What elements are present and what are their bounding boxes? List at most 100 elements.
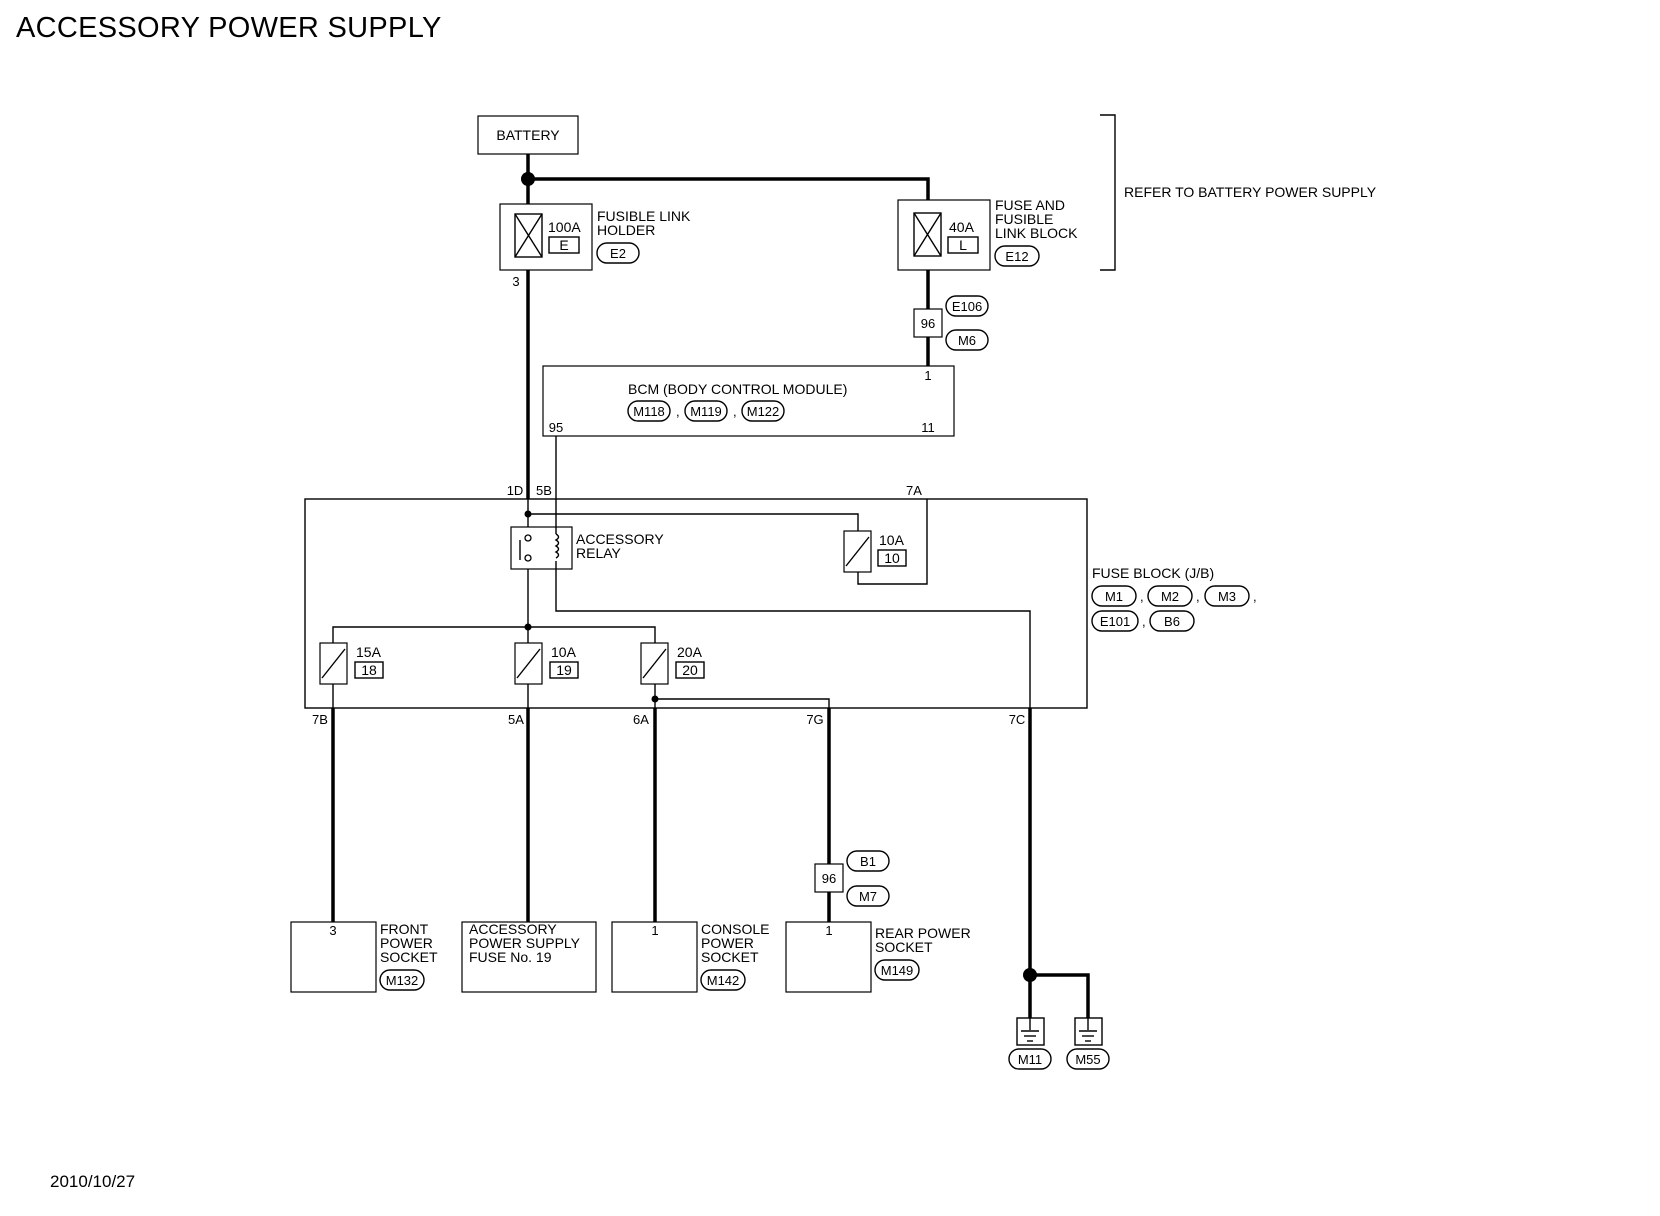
connector-m132 (379, 969, 425, 991)
footer-date: 2010/10/27 (50, 1172, 136, 1191)
fusible-link-name-1: FUSIBLE LINK (597, 208, 691, 224)
connector-m7 (846, 885, 890, 907)
svg-text:M7: M7 (859, 889, 877, 904)
fuse-10-num: 10 (884, 550, 900, 566)
acc-fuse-label-1: ACCESSORY (469, 921, 557, 937)
svg-text:,: , (1140, 589, 1144, 604)
fuse-block-name: FUSE BLOCK (J/B) (1092, 565, 1214, 581)
fuse-19-num: 19 (556, 662, 572, 678)
battery-label: BATTERY (496, 127, 560, 143)
ground-m11 (1016, 1017, 1045, 1046)
bcm-pin-1: 1 (924, 368, 931, 383)
fuse-18-amp: 15A (356, 644, 382, 660)
bcm-pin-95: 95 (549, 420, 563, 435)
relay-label-2: RELAY (576, 545, 622, 561)
connector-m1 (1091, 585, 1137, 607)
fb-pin-7a: 7A (906, 483, 922, 498)
fb-pin-5a: 5A (508, 712, 524, 727)
wire-fuse10-to-7a (857, 499, 928, 585)
svg-text:,: , (1196, 589, 1200, 604)
accessory-relay (510, 526, 573, 570)
fuse-10-amp: 10A (879, 532, 905, 548)
relay-label-1: ACCESSORY (576, 531, 664, 547)
fuse-20-num: 20 (682, 662, 698, 678)
fb-pin-6a: 6A (633, 712, 649, 727)
fuse-40a-symbol (913, 212, 942, 257)
fflb-name-3: LINK BLOCK (995, 225, 1078, 241)
fuse-40a-code: L (959, 237, 967, 253)
svg-text:M132: M132 (386, 973, 419, 988)
connector-e12 (994, 245, 1040, 267)
bcm-pin-11: 11 (921, 420, 935, 435)
svg-text:96: 96 (822, 871, 836, 886)
wire-battery-to-40a (528, 177, 930, 204)
connector-m119 (684, 400, 728, 422)
splice-ground (1023, 968, 1037, 982)
svg-text:M11: M11 (1018, 1052, 1042, 1067)
bcm-name: BCM (BODY CONTROL MODULE) (628, 381, 847, 397)
svg-text:,: , (1142, 614, 1146, 629)
svg-text:M55: M55 (1075, 1052, 1100, 1067)
svg-text:1: 1 (651, 923, 658, 938)
fusible-link-pin: 3 (512, 274, 519, 289)
svg-text:M3: M3 (1218, 589, 1236, 604)
svg-text:E2: E2 (610, 246, 626, 261)
svg-text:M149: M149 (881, 963, 914, 978)
svg-text:E101: E101 (1100, 614, 1130, 629)
fb-pin-7b: 7B (312, 712, 328, 727)
console-socket-label-3: SOCKET (701, 949, 759, 965)
connector-e2 (596, 242, 640, 264)
front-socket-label-2: POWER (380, 935, 433, 951)
svg-text:B6: B6 (1164, 614, 1180, 629)
rear-socket-label-1: REAR POWER (875, 925, 971, 941)
fusible-link-amp: 100A (548, 219, 581, 235)
fusible-link-code: E (559, 237, 568, 253)
acc-power-supply-fuse (461, 921, 597, 993)
fuse-fusible-link-block (897, 199, 991, 271)
front-socket-label-3: SOCKET (380, 949, 438, 965)
rear-socket-label-2: SOCKET (875, 939, 933, 955)
connector-m11 (1008, 1048, 1052, 1070)
fflb-name-1: FUSE AND (995, 197, 1065, 213)
splice-battery (521, 172, 535, 186)
page-title: ACCESSORY POWER SUPPLY (16, 12, 442, 44)
front-power-socket (290, 921, 377, 993)
svg-text:M1: M1 (1105, 589, 1123, 604)
svg-text:B1: B1 (860, 854, 876, 869)
svg-text:E106: E106 (952, 299, 982, 314)
connector-m2 (1147, 585, 1193, 607)
wire-ground-branch (1030, 973, 1090, 1018)
relay-coil (554, 533, 560, 559)
svg-text:3: 3 (329, 923, 336, 938)
connector-m149 (874, 959, 920, 981)
fuse-19-amp: 10A (551, 644, 577, 660)
svg-text:96: 96 (921, 316, 935, 331)
rear-power-socket (785, 921, 872, 993)
svg-text:M119: M119 (690, 404, 722, 419)
wire-relay-to-7c (555, 561, 1031, 708)
svg-text:M2: M2 (1161, 589, 1179, 604)
svg-text:,: , (676, 404, 680, 419)
svg-text:,: , (1253, 589, 1257, 604)
front-socket-label-1: FRONT (380, 921, 429, 937)
fflb-name-2: FUSIBLE (995, 211, 1053, 227)
fb-pin-7c: 7C (1009, 712, 1026, 727)
svg-text:M118: M118 (633, 404, 665, 419)
console-power-socket (611, 921, 698, 993)
connector-m118 (627, 400, 671, 422)
connector-m3 (1204, 585, 1250, 607)
connector-m55 (1066, 1048, 1110, 1070)
console-socket-label-2: POWER (701, 935, 754, 951)
battery-box (477, 115, 579, 155)
svg-text:M142: M142 (707, 973, 740, 988)
connector-e101 (1091, 610, 1139, 632)
connector-b1 (846, 850, 890, 872)
svg-text:1: 1 (825, 923, 832, 938)
connector-m6 (945, 329, 989, 351)
svg-text:M6: M6 (958, 333, 976, 348)
fb-pin-7g: 7G (806, 712, 823, 727)
refer-bracket (1100, 114, 1116, 271)
fuse-block-box (304, 498, 1088, 709)
fusible-link-symbol (514, 213, 543, 258)
fusible-link-name-2: HOLDER (597, 222, 655, 238)
